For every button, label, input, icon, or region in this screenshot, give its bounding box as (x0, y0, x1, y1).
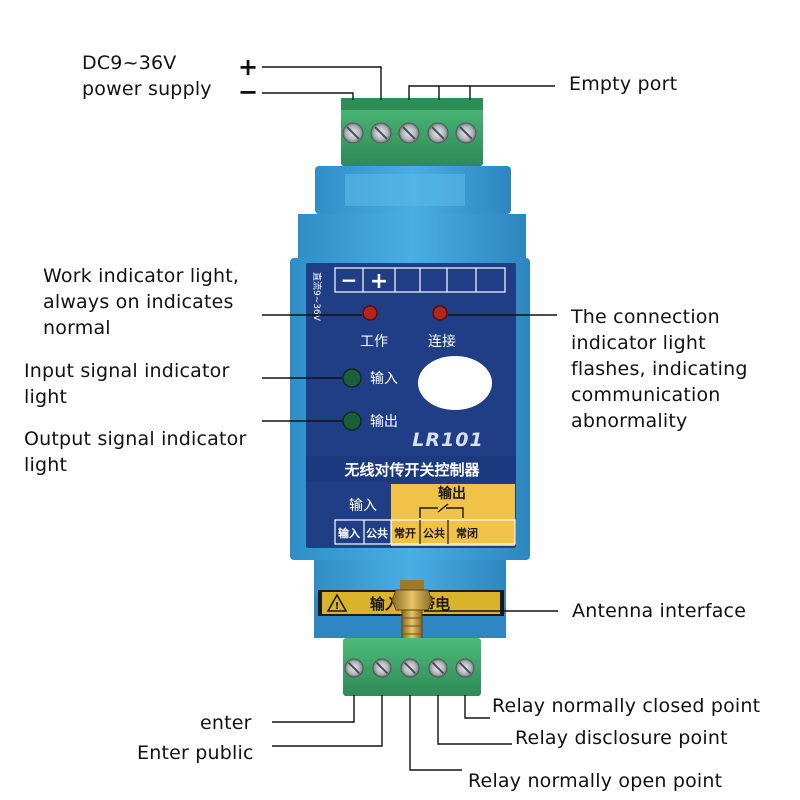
leader-lines (262, 66, 558, 771)
work-led-label: 工作 (360, 334, 388, 350)
dc-side-text: 直流9~36V (311, 272, 323, 322)
plus-sign: + (238, 53, 259, 81)
front-panel: − + 直流9~36V 工作 连接 输入 输出 LR101 无线对传开关控制器 … (306, 263, 516, 548)
power-label: DC9~36V power supply (82, 50, 212, 102)
connection-light-line-4: communication (571, 384, 721, 406)
device-title: 无线对传开关控制器 (343, 461, 480, 479)
work-light-line-1: Work indicator light, (43, 265, 240, 287)
svg-text:!: ! (335, 601, 340, 612)
output-group-box (391, 484, 515, 546)
work-light-label: Work indicator light, always on indicate… (43, 263, 239, 341)
enter-label: enter (200, 712, 252, 734)
enter-public-label: Enter public (137, 742, 254, 764)
bottom-terminal-legend-1: 输入 (338, 526, 360, 540)
work-light-line-2: always on indicates (43, 291, 234, 313)
bottom-terminal-block (343, 638, 481, 696)
bottom-terminal-legend-3: 常开 (394, 526, 416, 540)
power-label-line-1: DC9~36V (82, 52, 177, 74)
empty-port-label: Empty port (569, 73, 678, 95)
top-terminal-plus: + (370, 269, 388, 294)
connection-light-line-1: The connection (571, 306, 720, 328)
bottom-screw-slot-3 (403, 661, 417, 675)
bottom-screw-slot-4 (431, 661, 445, 675)
bottom-terminal-legend-4: 公共 (423, 526, 445, 540)
bottom-screw-slot-1 (347, 661, 361, 675)
top-screw-slot-3 (402, 126, 416, 140)
relay-nc-label: Relay normally closed point (492, 695, 761, 717)
output-led (342, 411, 362, 431)
connection-light-line-2: indicator light (571, 332, 706, 354)
input-light-label: Input signal indicator light (24, 358, 230, 410)
bottom-screw-slot-2 (375, 661, 389, 675)
antenna-connector (391, 580, 433, 645)
model-name: LR101 (412, 429, 483, 451)
bottom-terminal-legend-2: 公共 (366, 526, 388, 540)
link-led (432, 305, 448, 321)
top-screw-slot-1 (346, 126, 360, 140)
top-screw-slot-4 (431, 126, 445, 140)
work-led (362, 305, 378, 321)
top-terminal-minus: − (341, 268, 358, 292)
relay-disclosure-label: Relay disclosure point (515, 727, 728, 749)
input-light-line-2: light (24, 386, 68, 408)
output-light-label: Output signal indicator light (24, 426, 247, 478)
input-group-label: 输入 (349, 498, 377, 514)
minus-sign: − (238, 78, 259, 106)
output-light-line-1: Output signal indicator (24, 428, 247, 450)
output-light-line-2: light (24, 454, 68, 476)
top-terminal-block (341, 98, 483, 166)
input-light-line-1: Input signal indicator (24, 360, 230, 382)
power-label-line-2: power supply (82, 78, 212, 100)
antenna-label: Antenna interface (572, 600, 747, 622)
connection-light-line-3: flashes, indicating (571, 358, 748, 380)
connection-light-label: The connection indicator light flashes, … (571, 304, 748, 434)
output-group-label: 输出 (438, 485, 466, 502)
input-led (342, 368, 362, 388)
bottom-terminal-legend-5: 常闭 (456, 526, 478, 540)
receiver-window (418, 356, 492, 410)
relay-no-label: Relay normally open point (468, 770, 723, 792)
connection-light-line-5: abnormality (571, 410, 688, 432)
top-screw-slot-2 (374, 126, 388, 140)
link-led-label: 连接 (428, 333, 456, 350)
input-led-label: 输入 (370, 371, 398, 387)
work-light-line-3: normal (43, 317, 111, 339)
output-led-label: 输出 (370, 414, 398, 430)
top-screw-slot-5 (459, 126, 473, 140)
bottom-screw-slot-5 (458, 661, 472, 675)
